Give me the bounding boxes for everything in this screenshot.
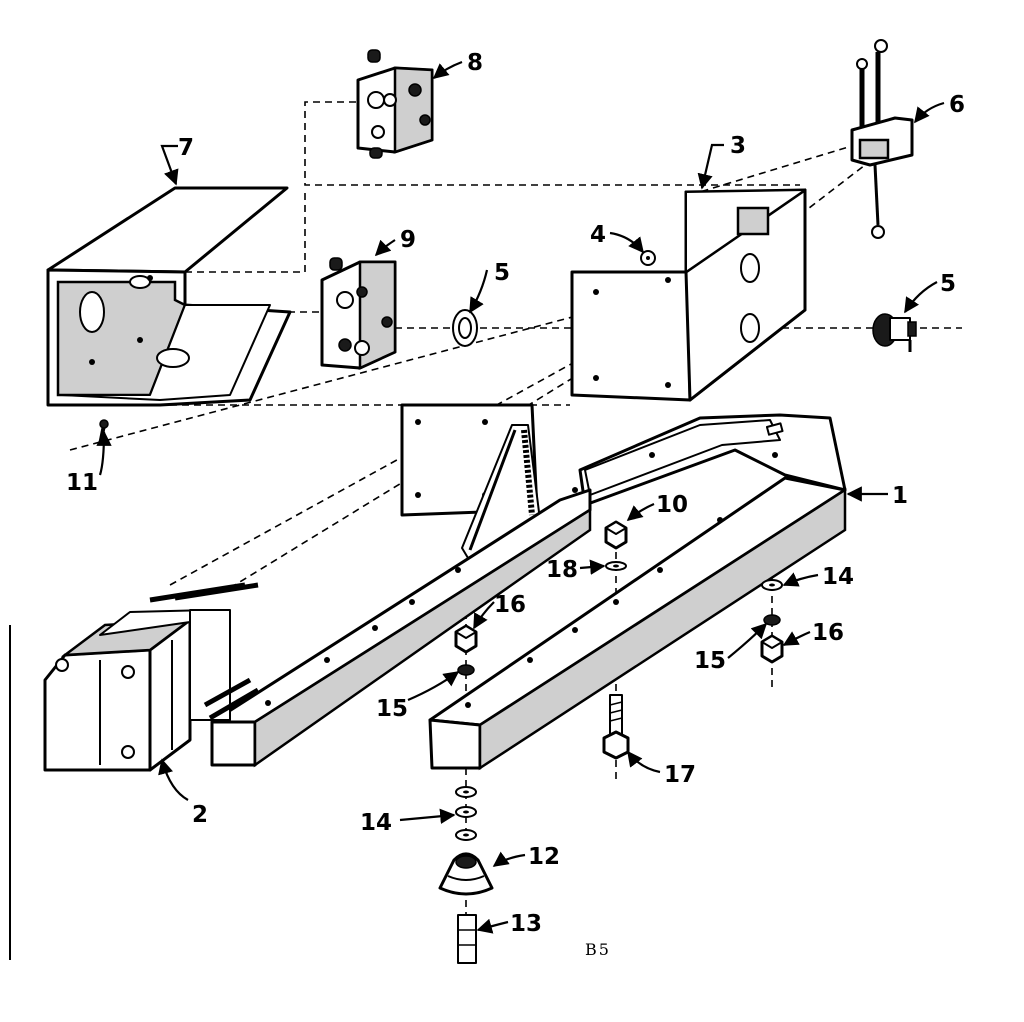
callout-14-right: 14: [822, 564, 854, 590]
part-6-terminal: [850, 39, 914, 239]
callout-12: 12: [528, 844, 560, 870]
part-1-base-frame: [210, 413, 847, 771]
callout-10: 10: [656, 492, 688, 518]
part-4-nut: [640, 250, 656, 266]
callout-8: 8: [467, 50, 483, 76]
part-9-switch: [320, 257, 397, 370]
part-7-enclosure: [46, 186, 292, 407]
part-13-shaft: [457, 914, 477, 964]
part-16-nut-right: [760, 634, 784, 664]
callout-leaders: [96, 60, 945, 934]
part-14-washer-right: [761, 579, 783, 591]
callout-14-bottom: 14: [360, 810, 392, 836]
callout-17: 17: [664, 762, 696, 788]
callout-5-left: 5: [494, 260, 510, 286]
figure-code: B5: [585, 940, 611, 959]
callout-1: 1: [892, 483, 908, 509]
part-15-lockwasher-right: [763, 614, 781, 626]
part-17-bolt: [602, 694, 630, 760]
callout-3: 3: [730, 133, 746, 159]
callout-15-right: 15: [694, 648, 726, 674]
callout-4: 4: [590, 222, 606, 248]
part-12-rubber-foot: [438, 852, 494, 896]
part-18-washer: [605, 561, 627, 571]
callout-11: 11: [66, 470, 98, 496]
callout-labels: 1 2 3 4 5 5 6 7 8 9 10 11 12 13 14 14 15…: [66, 50, 965, 959]
callout-9: 9: [400, 227, 416, 253]
callout-16-right: 16: [812, 620, 844, 646]
part-10-nut: [604, 520, 628, 550]
part-8-switch: [356, 49, 434, 159]
part-2-transformer: [43, 582, 260, 772]
part-16-nut-left: [454, 624, 478, 654]
part-5-ring-left: [452, 309, 478, 347]
callout-18: 18: [546, 557, 578, 583]
part-3-enclosure: [570, 188, 807, 402]
callout-7: 7: [178, 135, 194, 161]
callout-13: 13: [510, 911, 542, 937]
part-5-grommet-right: [872, 313, 917, 352]
callout-2: 2: [192, 802, 208, 828]
part-14-washers-bottom: [455, 786, 477, 841]
callout-16-left: 16: [494, 592, 526, 618]
part-15-lockwasher-left: [457, 664, 475, 676]
callout-5-right: 5: [940, 271, 956, 297]
callout-15-left: 15: [376, 696, 408, 722]
callout-6: 6: [949, 92, 965, 118]
